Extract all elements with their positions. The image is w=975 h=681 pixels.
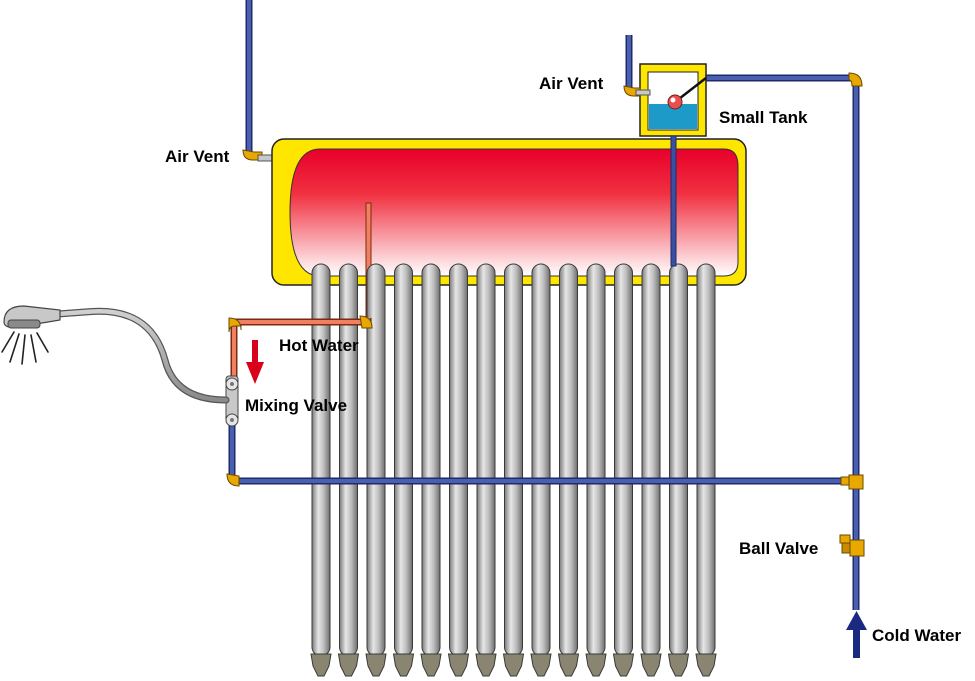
cold-water-label: Cold Water (872, 626, 962, 645)
evacuated-tube (667, 263, 690, 677)
evacuated-tube (420, 263, 442, 677)
evacuated-tube (640, 263, 662, 677)
evacuated-tubes (310, 263, 717, 677)
evacuated-tube (447, 263, 470, 677)
storage-tank (271, 138, 747, 286)
cold-water-main (706, 72, 864, 610)
evacuated-tube (557, 263, 580, 677)
small-tank-label: Small Tank (719, 108, 808, 127)
left-air-vent-pipe (242, 0, 291, 162)
hot-water-label: Hot Water (279, 336, 359, 355)
shower-head-icon (3, 305, 61, 329)
ball-valve-label: Ball Valve (739, 539, 819, 558)
evacuated-tube (585, 263, 607, 677)
shower (1, 305, 230, 404)
ball-valve (839, 534, 865, 557)
evacuated-tube (310, 263, 332, 677)
mixing-valve-label: Mixing Valve (245, 396, 348, 415)
hot-water-arrow (246, 340, 264, 384)
water-spray-icon (1, 331, 49, 365)
evacuated-tube (475, 263, 497, 677)
evacuated-tube (502, 263, 525, 677)
evacuated-tube (365, 263, 387, 677)
evacuated-tube (392, 263, 415, 677)
evacuated-tube (612, 263, 635, 677)
evacuated-tube (337, 263, 360, 677)
evacuated-tube (695, 263, 717, 677)
evacuated-tube (530, 263, 552, 677)
top-air-vent-pipe (623, 35, 651, 97)
cold-supply-pipe (226, 417, 856, 487)
air-vent-left-label: Air Vent (165, 147, 230, 166)
hot-water-pipe (228, 315, 373, 384)
cold-water-arrow (846, 611, 867, 658)
air-vent-top-label: Air Vent (539, 74, 604, 93)
small-tank (639, 63, 707, 267)
